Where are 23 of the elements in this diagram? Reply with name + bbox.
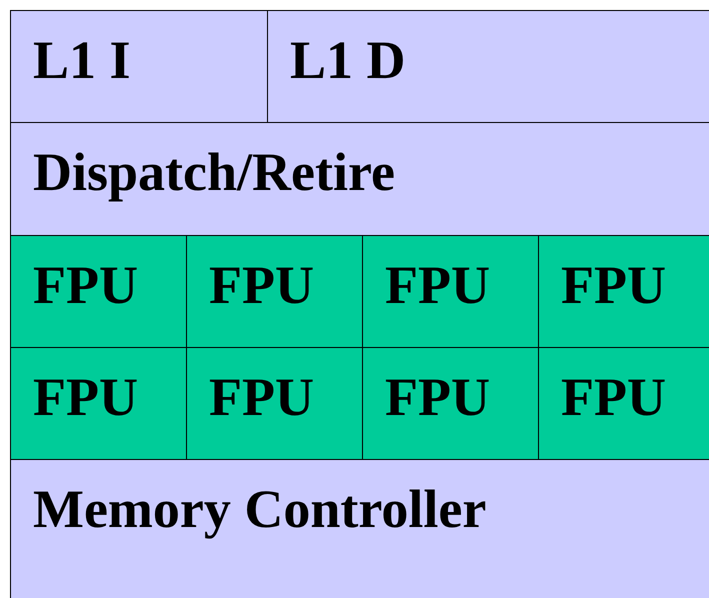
fpu-block	[186, 235, 363, 348]
block-label: FPU	[209, 258, 314, 312]
fpu-block	[538, 347, 709, 460]
block-label: FPU	[33, 258, 138, 312]
unit-block	[10, 459, 709, 598]
block-label: FPU	[33, 370, 138, 424]
block-label: FPU	[209, 370, 314, 424]
block-label: FPU	[561, 258, 666, 312]
cache-block	[267, 10, 709, 123]
fpu-block	[538, 235, 709, 348]
fpu-block	[10, 235, 187, 348]
cache-block	[10, 10, 268, 123]
block-label: FPU	[385, 258, 490, 312]
block-label: FPU	[385, 370, 490, 424]
block-label: L1 I	[33, 33, 131, 87]
fpu-block	[362, 347, 539, 460]
fpu-block	[186, 347, 363, 460]
block-label: FPU	[561, 370, 666, 424]
unit-block	[10, 122, 709, 236]
fpu-block	[362, 235, 539, 348]
block-label: L1 D	[290, 33, 406, 87]
fpu-block	[10, 347, 187, 460]
block-label: Dispatch/Retire	[33, 145, 395, 199]
